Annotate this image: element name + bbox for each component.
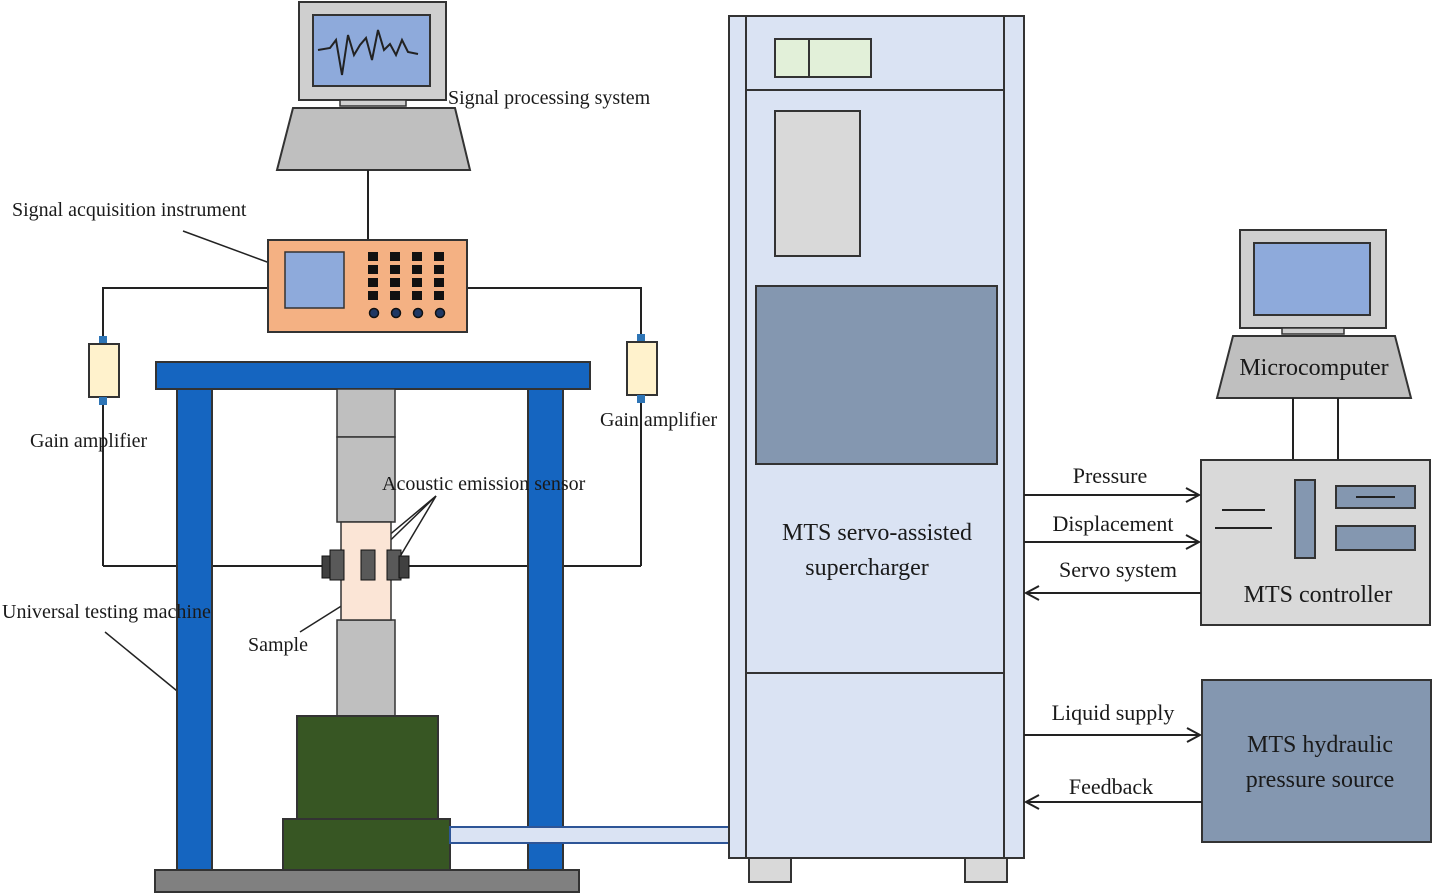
- left-column: [176, 388, 213, 871]
- label-signal-processing-system: Signal processing system: [448, 87, 651, 109]
- signal-arrows: [1023, 487, 1203, 810]
- gain-amplifier-left: [88, 336, 120, 405]
- gain-amplifier-right: [626, 334, 658, 403]
- label-mts-hydraulic-line2: pressure source: [1246, 767, 1395, 793]
- signal-acquisition-instrument: [267, 239, 468, 333]
- label-mts-controller: MTS controller: [1244, 582, 1393, 608]
- universal-testing-machine: [154, 361, 731, 893]
- label-mts-servo-line2: supercharger: [805, 555, 929, 581]
- acoustic-sensors: [321, 549, 410, 581]
- microcomputer-screen: [1253, 242, 1371, 316]
- machine-base: [154, 869, 580, 893]
- microcomputer: [1215, 229, 1413, 460]
- actuator-upper-block: [296, 715, 439, 820]
- leader-sensor-3: [394, 495, 437, 566]
- mts-hydraulic-source: [1201, 679, 1432, 843]
- label-feedback: Feedback: [1069, 774, 1153, 799]
- label-gain-amplifier-left: Gain amplifier: [30, 430, 148, 452]
- mts-servo-cabinet: [728, 15, 1025, 883]
- right-column: [527, 388, 564, 871]
- label-mts-servo-line1: MTS servo-assisted: [782, 520, 972, 546]
- cabinet-foot-left: [748, 857, 792, 883]
- leader-acquisition: [182, 230, 279, 267]
- upper-loading-rod: [336, 436, 396, 523]
- acquisition-screen: [284, 251, 345, 309]
- label-mts-hydraulic-line1: MTS hydraulic: [1247, 732, 1393, 758]
- label-signal-acquisition-instrument: Signal acquisition instrument: [12, 199, 247, 221]
- acquisition-keypad: [368, 252, 444, 300]
- mts-controller: [1200, 459, 1431, 626]
- cabinet-display: [774, 38, 872, 78]
- signal-screen: [312, 14, 431, 87]
- upper-ram: [336, 388, 396, 438]
- label-displacement: Displacement: [1053, 511, 1174, 536]
- top-crossbeam: [155, 361, 591, 390]
- keyboard-base: [275, 107, 472, 171]
- signal-processing-computer: [275, 1, 472, 171]
- waveform-icon: [317, 29, 419, 76]
- label-gain-amplifier-right: Gain amplifier: [600, 409, 718, 431]
- hydraulic-pipe: [449, 826, 731, 844]
- cabinet-panel-gray: [774, 110, 861, 257]
- label-acoustic-emission-sensor: Acoustic emission sensor: [382, 473, 586, 495]
- cabinet-panel-slate: [755, 285, 998, 465]
- label-universal-testing-machine: Universal testing machine: [2, 601, 211, 623]
- lower-loading-rod: [336, 619, 396, 717]
- actuator-lower-block: [282, 818, 451, 871]
- label-sample: Sample: [248, 634, 308, 656]
- label-microcomputer: Microcomputer: [1239, 355, 1388, 381]
- label-liquid-supply: Liquid supply: [1052, 700, 1175, 725]
- label-servo-system: Servo system: [1059, 557, 1177, 582]
- connection-lines: [102, 170, 642, 705]
- label-pressure: Pressure: [1073, 463, 1148, 488]
- cabinet-foot-right: [964, 857, 1008, 883]
- acquisition-knobs: [368, 307, 446, 319]
